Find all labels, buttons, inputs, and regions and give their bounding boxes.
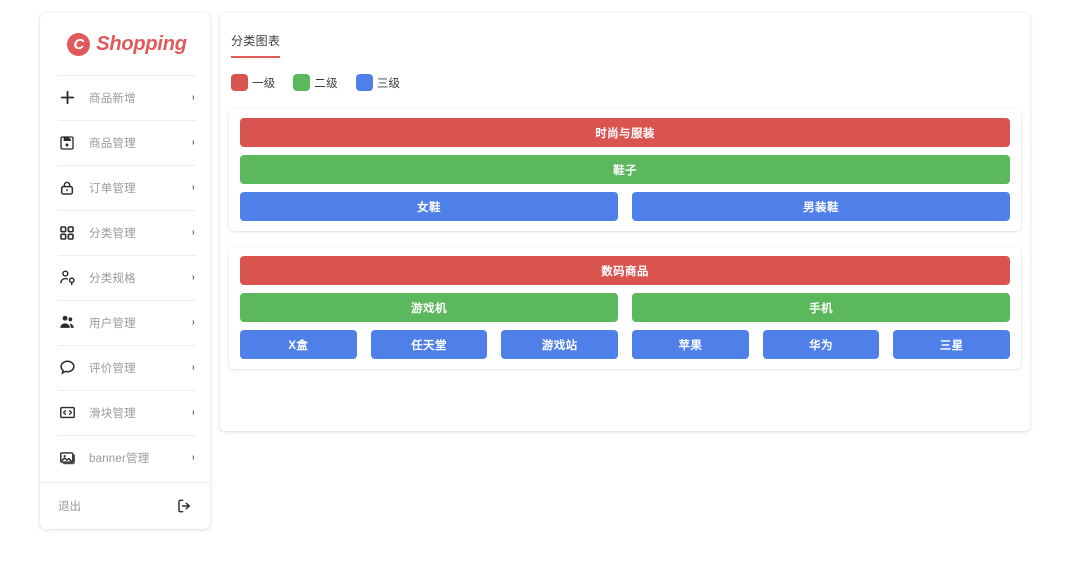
chevron-right-icon: › [192, 181, 195, 193]
logout-label: 退出 [58, 501, 81, 513]
chevron-right-icon: › [192, 136, 195, 148]
image-icon [58, 449, 76, 467]
sidebar-item-product-manage[interactable]: 商品管理 › [40, 120, 210, 165]
chevron-right-icon: › [192, 271, 195, 283]
sidebar-item-label: banner管理 [89, 452, 150, 465]
bar-row-level1: 时尚与服装 [240, 118, 1010, 147]
bar-row-level3: X盒 任天堂 游戏站 苹果 华为 三星 [240, 330, 1011, 359]
brand-mark-icon: C [67, 32, 91, 56]
bar-level3[interactable]: 游戏站 [501, 330, 619, 359]
main-panel: 分类图表 一级 二级 三级 时尚与服装 鞋子 [220, 13, 1030, 431]
legend-swatch-level2 [293, 74, 311, 91]
bar-level3[interactable]: 华为 [762, 330, 880, 359]
chevron-right-icon: › [192, 406, 195, 418]
brand-name: Shopping [96, 32, 187, 55]
sidebar-item-label: 分类规格 [89, 272, 136, 285]
bar-row-level2: 鞋子 [240, 155, 1010, 184]
sidebar-item-review-manage[interactable]: 评价管理 › [40, 345, 210, 390]
sidebar-item-order-manage[interactable]: 订单管理 › [40, 165, 210, 210]
plus-icon [58, 89, 76, 107]
legend-label: 一级 [252, 77, 276, 90]
sidebar-item-label: 订单管理 [89, 182, 136, 195]
sidebar: C Shopping 商品新增 › 商品管理 › [40, 13, 210, 529]
brand-logo[interactable]: C Shopping [40, 13, 210, 75]
bar-level3[interactable]: 女鞋 [240, 192, 618, 221]
chart-groups: 时尚与服装 鞋子 女鞋 男装鞋 数码商品 游戏机 手机 [220, 91, 1030, 369]
chevron-right-icon: › [192, 91, 195, 103]
chart-legend: 一级 二级 三级 [220, 58, 1030, 91]
legend-label: 二级 [314, 77, 338, 90]
sidebar-item-user-manage[interactable]: 用户管理 › [40, 300, 210, 345]
sidebar-item-label: 商品新增 [89, 92, 136, 105]
lock-icon [58, 179, 76, 197]
bar-level1[interactable]: 时尚与服装 [240, 118, 1010, 147]
sidebar-item-category-manage[interactable]: 分类管理 › [40, 210, 210, 255]
chevron-right-icon: › [192, 316, 195, 328]
logout-button[interactable]: 退出 [40, 483, 210, 529]
sidebar-item-banner-manage[interactable]: banner管理 › [40, 435, 210, 480]
sidebar-item-label: 分类管理 [89, 227, 136, 240]
legend-item-level1[interactable]: 一级 [231, 74, 275, 91]
comment-icon [58, 359, 76, 377]
sidebar-item-label: 商品管理 [89, 137, 136, 150]
sidebar-item-product-add[interactable]: 商品新增 › [40, 75, 210, 120]
sidebar-item-label: 用户管理 [89, 317, 136, 330]
chart-group: 时尚与服装 鞋子 女鞋 男装鞋 [229, 109, 1021, 231]
legend-item-level2[interactable]: 二级 [293, 74, 338, 91]
legend-swatch-level3 [355, 74, 373, 91]
bar-level2[interactable]: 鞋子 [240, 155, 1010, 184]
sidebar-item-category-spec[interactable]: 分类规格 › [40, 255, 210, 300]
sidebar-item-label: 评价管理 [89, 362, 136, 375]
bar-row-level2: 游戏机 手机 [240, 293, 1010, 322]
slider-icon [58, 404, 76, 422]
brand-mark-letter: C [73, 35, 85, 53]
bar-level3[interactable]: X盒 [240, 330, 357, 359]
bar-level3[interactable]: 任天堂 [370, 330, 488, 359]
bar-level2[interactable]: 手机 [632, 293, 1010, 322]
chevron-right-icon: › [192, 226, 195, 238]
chevron-right-icon: › [192, 361, 195, 373]
save-icon [58, 134, 76, 152]
sidebar-menu: 商品新增 › 商品管理 › 订单管理 › [40, 75, 210, 482]
bar-level3[interactable]: 男装鞋 [632, 192, 1010, 221]
bar-level1[interactable]: 数码商品 [240, 256, 1010, 285]
grid-icon [58, 224, 76, 242]
legend-item-level3[interactable]: 三级 [355, 74, 401, 91]
tab-bar: 分类图表 [220, 13, 1030, 58]
bar-row-level1: 数码商品 [240, 256, 1010, 285]
legend-swatch-level1 [231, 74, 248, 91]
tab-category-chart[interactable]: 分类图表 [231, 32, 281, 58]
legend-label: 三级 [376, 77, 401, 90]
user-pin-icon [58, 269, 76, 287]
sidebar-item-label: 滑块管理 [89, 407, 136, 420]
sidebar-item-slider-manage[interactable]: 滑块管理 › [40, 390, 210, 435]
bar-level2[interactable]: 游戏机 [240, 293, 618, 322]
bar-level3[interactable]: 三星 [893, 330, 1011, 359]
logout-icon [176, 498, 192, 514]
logout-section: 退出 [40, 482, 210, 529]
chart-group: 数码商品 游戏机 手机 X盒 任天堂 游戏站 苹果 华为 三星 [229, 247, 1021, 369]
users-icon [58, 314, 76, 332]
bar-row-level3: 女鞋 男装鞋 [240, 192, 1010, 221]
chevron-right-icon: › [192, 451, 195, 463]
bar-level3[interactable]: 苹果 [632, 330, 749, 359]
